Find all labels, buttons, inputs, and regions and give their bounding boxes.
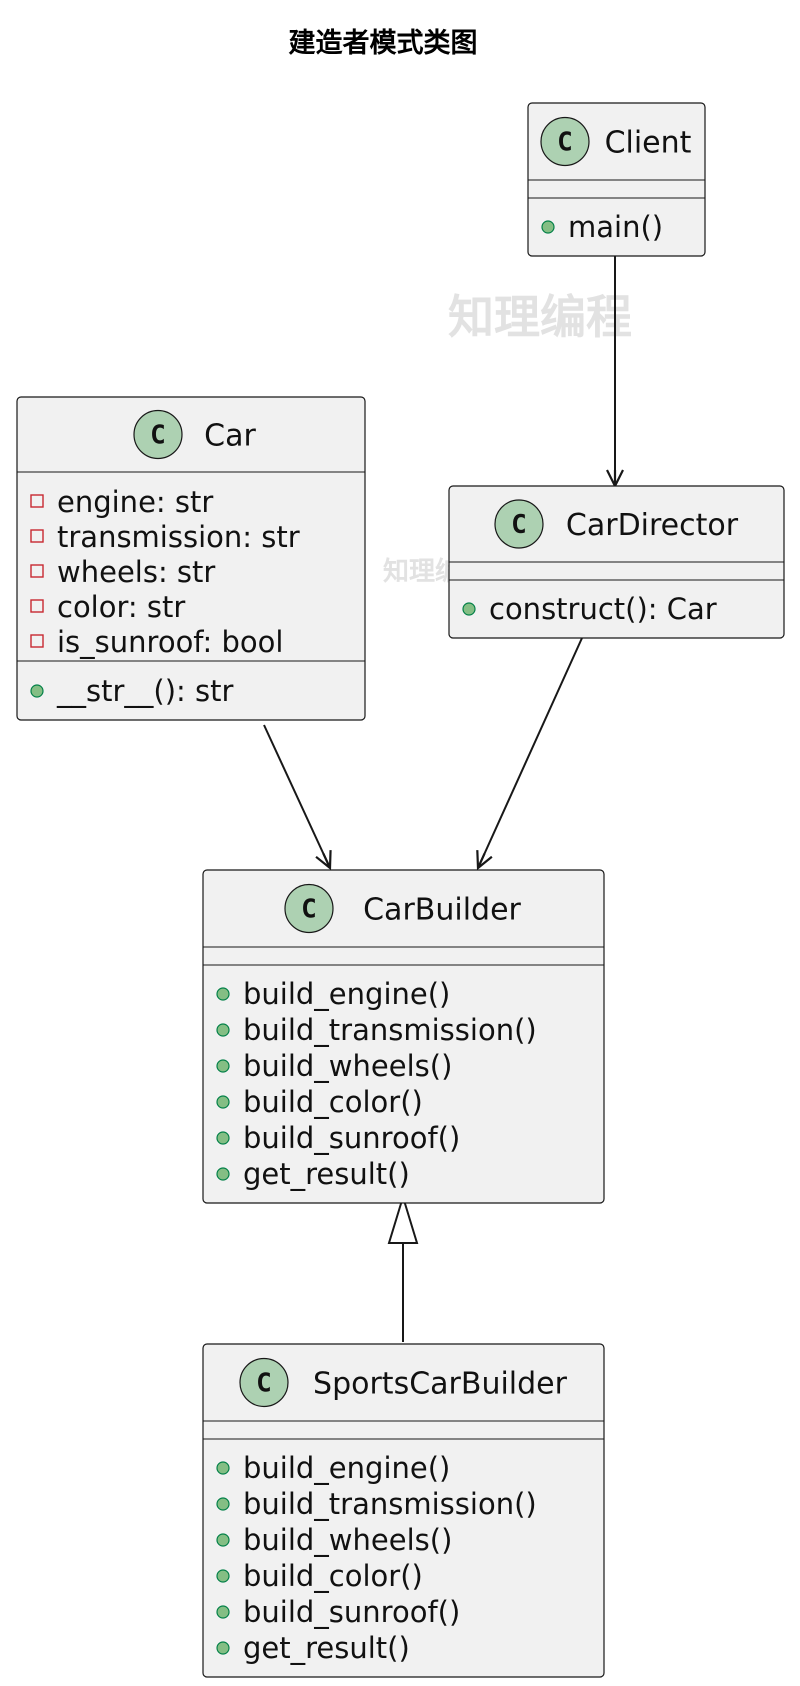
- attribute-row: color: str: [57, 590, 185, 624]
- attribute-row: transmission: str: [57, 520, 300, 554]
- public-visibility-icon: [462, 602, 476, 616]
- public-visibility-icon: [216, 1641, 230, 1655]
- private-visibility-icon: [30, 599, 44, 613]
- sports-class-name: SportsCarBuilder: [313, 1367, 568, 1402]
- class-badge-icon: [494, 499, 544, 549]
- class-badge-icon: [284, 883, 334, 934]
- method-row: construct(): Car: [489, 592, 717, 626]
- director-class-name: CarDirector: [566, 508, 739, 543]
- class-car-builder[interactable]: C CarBuilder build_engine()build_transmiss…: [202, 869, 605, 1204]
- edge-car-to-builder: [263, 724, 330, 868]
- private-visibility-icon: [30, 529, 44, 543]
- relations-layer: [263, 254, 615, 1342]
- public-visibility-icon: [216, 1605, 230, 1619]
- method-row: build_sunroof(): [243, 1595, 460, 1629]
- inheritance-arrowhead: [387, 1193, 419, 1244]
- diagram-title: 建造者模式类图: [289, 28, 478, 59]
- method-row: build_color(): [243, 1085, 423, 1119]
- public-visibility-icon: [216, 1023, 230, 1037]
- attribute-row: engine: str: [57, 485, 213, 519]
- class-badge-letter: C: [557, 128, 573, 158]
- method-row: build_transmission(): [243, 1487, 537, 1521]
- method-row: build_transmission(): [243, 1013, 537, 1047]
- method-row: build_engine(): [243, 1451, 450, 1485]
- class-badge-icon: [239, 1357, 289, 1408]
- class-badge-letter: C: [150, 421, 166, 451]
- class-badge-icon: [133, 409, 183, 460]
- builder-class-name: CarBuilder: [363, 893, 521, 928]
- edge-director-to-builder: [478, 637, 583, 868]
- method-row: build_wheels(): [243, 1523, 452, 1557]
- method-row: get_result(): [243, 1631, 410, 1665]
- car-class-name: Car: [204, 419, 256, 454]
- attribute-row: wheels: str: [57, 555, 215, 589]
- sports-box: [202, 1343, 605, 1678]
- client-class-name: Client: [605, 126, 692, 161]
- method-row: main(): [568, 210, 663, 244]
- method-row: build_color(): [243, 1559, 423, 1593]
- method-row: build_sunroof(): [243, 1121, 460, 1155]
- method-row: build_engine(): [243, 977, 450, 1011]
- attribute-row: is_sunroof: bool: [57, 625, 283, 659]
- public-visibility-icon: [216, 987, 230, 1001]
- public-visibility-icon: [30, 684, 44, 698]
- private-visibility-icon: [30, 564, 44, 578]
- public-visibility-icon: [216, 1461, 230, 1475]
- edge-sports-to-builder: [387, 1193, 419, 1342]
- public-visibility-icon: [216, 1131, 230, 1145]
- builder-box: [202, 869, 605, 1204]
- class-badge-letter: C: [301, 895, 317, 925]
- class-badge-letter: C: [511, 510, 527, 540]
- public-visibility-icon: [541, 220, 555, 234]
- private-visibility-icon: [30, 494, 44, 508]
- public-visibility-icon: [216, 1059, 230, 1073]
- class-sports-car-builder[interactable]: C SportsCarBuilder build_engine()build_tra…: [202, 1343, 605, 1678]
- method-row: get_result(): [243, 1157, 410, 1191]
- public-visibility-icon: [216, 1497, 230, 1511]
- public-visibility-icon: [216, 1569, 230, 1583]
- class-badge-letter: C: [256, 1369, 272, 1399]
- class-car-director[interactable]: C CarDirector construct(): Car: [448, 485, 785, 639]
- method-row: __str__(): str: [56, 674, 233, 708]
- class-badge-icon: [540, 116, 590, 167]
- watermark-large: 知理编程: [448, 290, 632, 344]
- private-visibility-icon: [30, 634, 44, 648]
- public-visibility-icon: [216, 1095, 230, 1109]
- method-row: build_wheels(): [243, 1049, 452, 1083]
- public-visibility-icon: [216, 1533, 230, 1547]
- car-box: [16, 396, 366, 721]
- class-client[interactable]: C Client main(): [527, 102, 706, 257]
- public-visibility-icon: [216, 1167, 230, 1181]
